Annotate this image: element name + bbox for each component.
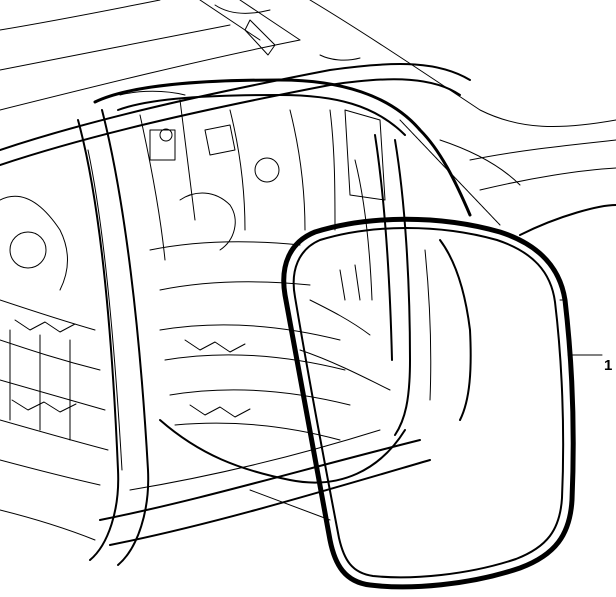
roof-structure bbox=[0, 0, 616, 166]
rear-floor-sill bbox=[99, 324, 431, 546]
guide-lines bbox=[249, 119, 501, 521]
callout-label-1: 1 bbox=[604, 357, 613, 374]
b-pillar bbox=[354, 134, 411, 436]
door-weatherstrip-seal bbox=[281, 216, 576, 590]
rear-interior bbox=[119, 90, 386, 291]
rear-quarter-panel bbox=[439, 139, 616, 236]
c-pillar-through-seal bbox=[299, 239, 472, 421]
front-floor-area bbox=[0, 195, 109, 541]
a-pillar bbox=[77, 109, 150, 566]
rear-door-opening bbox=[93, 78, 472, 484]
